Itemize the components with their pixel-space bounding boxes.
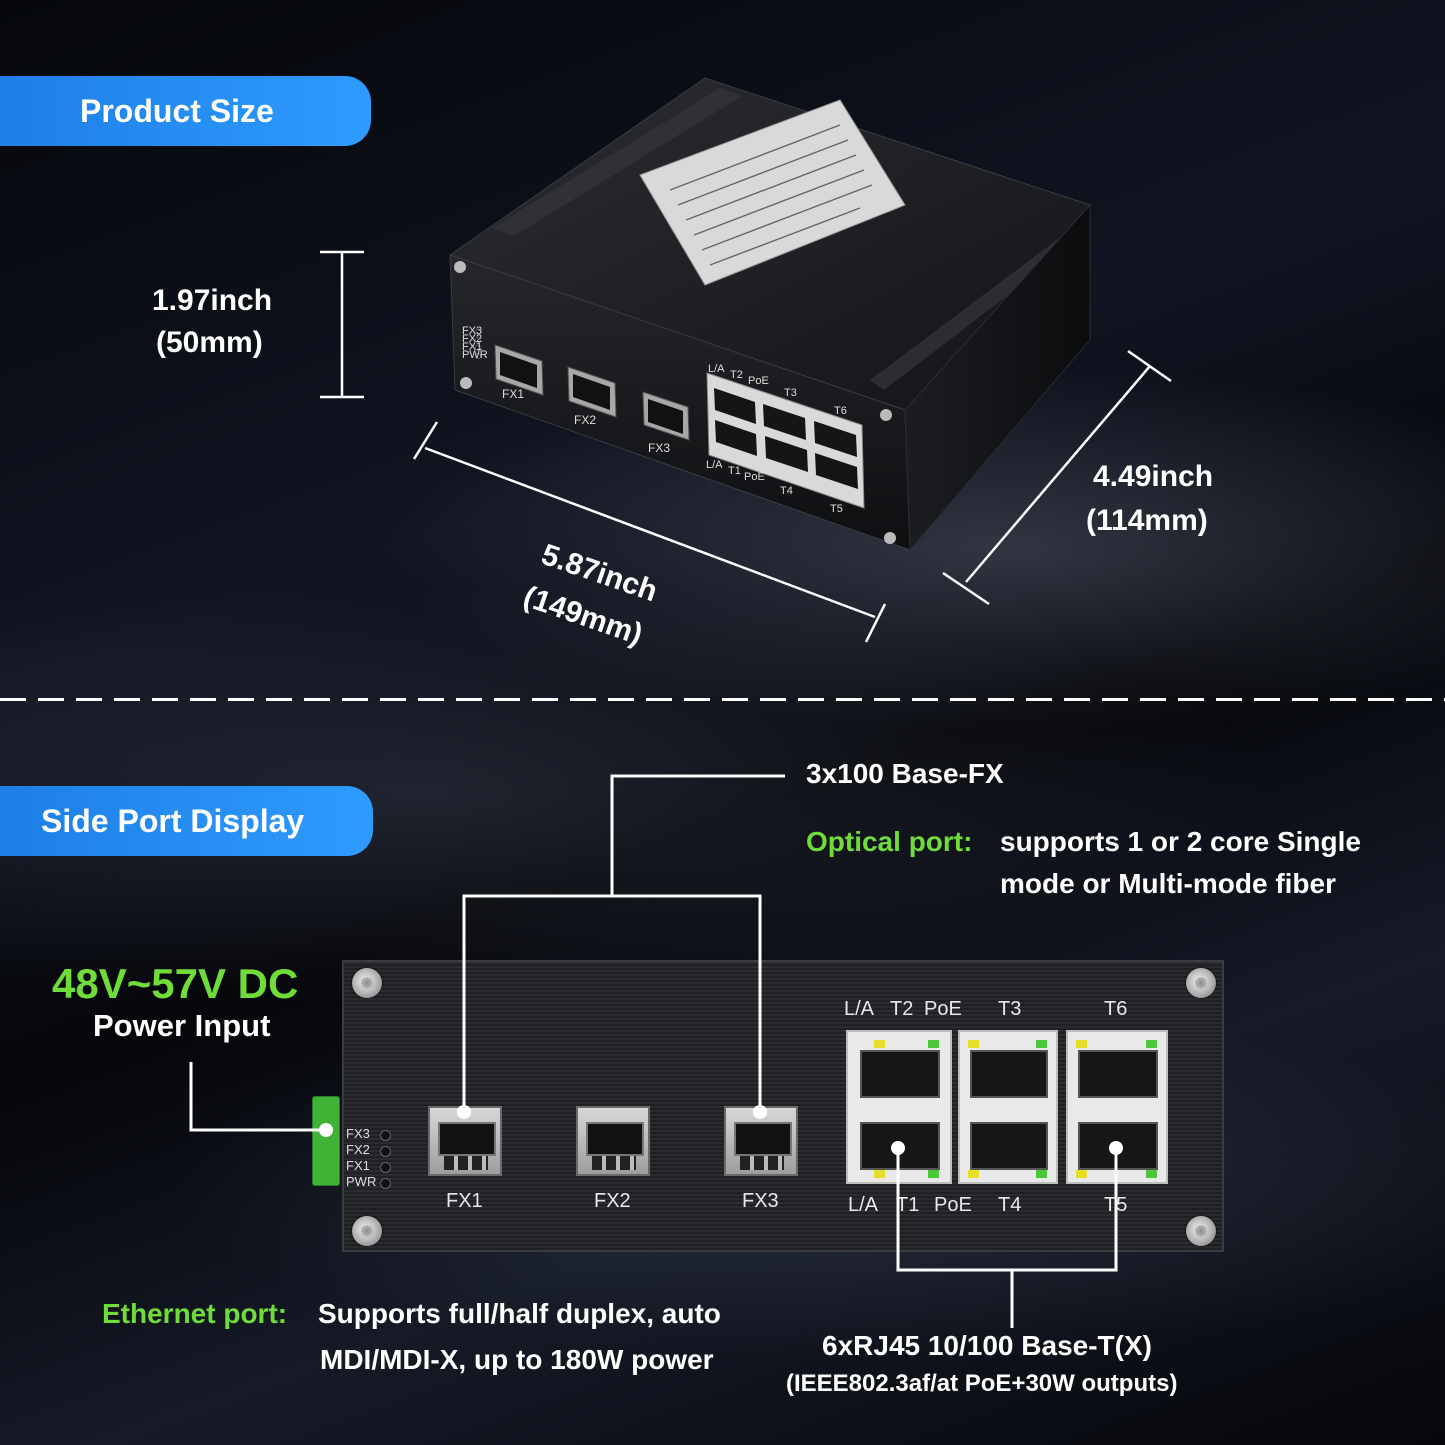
screw-icon xyxy=(1186,1216,1216,1246)
top-rj-t5: T5 xyxy=(830,503,843,515)
top-rj-poe-b: PoE xyxy=(744,471,765,483)
led-fx1-icon xyxy=(380,1162,391,1173)
side-port-badge: Side Port Display xyxy=(0,786,373,856)
led-label-pwr: PWR xyxy=(346,1174,377,1189)
optical-port-line2: mode or Multi-mode fiber xyxy=(1000,868,1336,899)
rj-label-poe-bottom: PoE xyxy=(934,1194,972,1216)
led-icon xyxy=(928,1040,939,1048)
ethernet-port-line1: Supports full/half duplex, auto xyxy=(318,1298,721,1329)
top-sfp-fx3: FX3 xyxy=(648,441,670,455)
top-led-pwr: PWR xyxy=(462,349,488,361)
sfp-label-fx2: FX2 xyxy=(594,1190,631,1212)
product-size-title: Product Size xyxy=(80,92,274,129)
top-rj-t2: T2 xyxy=(730,369,743,381)
optical-port-line1: supports 1 or 2 core Single xyxy=(1000,826,1361,857)
led-icon xyxy=(874,1170,885,1178)
top-sfp-fx2: FX2 xyxy=(574,413,596,427)
callout-lines xyxy=(189,774,1123,1328)
screw-icon xyxy=(352,968,382,998)
height-mm: (50mm) xyxy=(156,326,263,359)
fx-title: 3x100 Base-FX xyxy=(806,758,1004,789)
led-icon xyxy=(1146,1040,1157,1048)
led-icon xyxy=(1036,1170,1047,1178)
led-pwr-icon xyxy=(380,1178,391,1189)
led-label-fx3: FX3 xyxy=(346,1126,370,1141)
rj-label-la-top: L/A xyxy=(844,998,875,1020)
switch-illustration: FX3 FX2 FX1 PWR FX1 FX2 FX3 L/A T2 PoE T… xyxy=(448,77,1091,552)
ethernet-port-key: Ethernet port: xyxy=(102,1298,288,1329)
rj-label-t3: T3 xyxy=(998,998,1022,1020)
led-icon xyxy=(928,1170,939,1178)
dimension-lines xyxy=(320,250,1172,643)
top-rj-t6: T6 xyxy=(834,405,847,417)
power-voltage: 48V~57V DC xyxy=(52,960,299,1007)
top-led-fx3: FX3 xyxy=(462,325,482,337)
rj-label-la-bottom: L/A xyxy=(848,1194,879,1216)
led-icon xyxy=(1076,1170,1087,1178)
led-icon xyxy=(968,1040,979,1048)
led-icon xyxy=(1076,1040,1087,1048)
ethernet-port-line2: MDI/MDI-X, up to 180W power xyxy=(320,1344,714,1375)
led-icon xyxy=(874,1040,885,1048)
sfp-label-fx1: FX1 xyxy=(446,1190,483,1212)
sfp-port-fx2[interactable] xyxy=(576,1106,650,1176)
top-rj-la: L/A xyxy=(708,363,725,375)
rj45-port-t3[interactable] xyxy=(970,1050,1048,1098)
height-inch: 1.97inch xyxy=(152,284,273,317)
top-rj-poe: PoE xyxy=(748,375,769,387)
rj45-title: 6xRJ45 10/100 Base-T(X) xyxy=(822,1330,1152,1361)
led-fx2-icon xyxy=(380,1146,391,1157)
led-label-fx2: FX2 xyxy=(346,1142,370,1157)
top-rj-t4: T4 xyxy=(780,485,793,497)
optical-port-key: Optical port: xyxy=(806,826,973,857)
top-sfp-fx1: FX1 xyxy=(502,387,524,401)
led-label-fx1: FX1 xyxy=(346,1158,370,1173)
power-connector xyxy=(312,1096,340,1186)
product-size-badge: Product Size xyxy=(0,76,371,146)
top-rj-la-b: L/A xyxy=(706,459,723,471)
rj-label-t6: T6 xyxy=(1104,998,1128,1020)
sfp-label-fx3: FX3 xyxy=(742,1190,779,1212)
rj-label-poe-top: PoE xyxy=(924,998,962,1020)
rj-label-t1: T1 xyxy=(896,1194,920,1216)
side-port-title: Side Port Display xyxy=(41,802,305,839)
top-rj-t1: T1 xyxy=(728,465,741,477)
rj45-port-t6[interactable] xyxy=(1078,1050,1158,1098)
top-led-fx1: FX1 xyxy=(462,341,482,353)
rj45-subtitle: (IEEE802.3af/at PoE+30W outputs) xyxy=(786,1370,1178,1397)
rj-label-t2: T2 xyxy=(890,998,914,1020)
screw-icon xyxy=(1186,968,1216,998)
device-3d-view: FX3 FX2 FX1 PWR FX1 FX2 FX3 L/A T2 PoE T… xyxy=(400,70,1100,570)
rj45-port-t4[interactable] xyxy=(970,1122,1048,1170)
top-rj-t3: T3 xyxy=(784,387,797,399)
rj45-block-2 xyxy=(958,1030,1058,1184)
power-label: Power Input xyxy=(93,1008,271,1043)
led-icon xyxy=(1146,1170,1157,1178)
rj45-port-t2[interactable] xyxy=(860,1050,940,1098)
led-icon xyxy=(1036,1040,1047,1048)
led-icon xyxy=(968,1170,979,1178)
led-fx3-icon xyxy=(380,1130,391,1141)
depth-inch: 4.49inch xyxy=(1093,460,1214,493)
screw-icon xyxy=(352,1216,382,1246)
top-led-fx2: FX2 xyxy=(462,333,482,345)
sfp-port-fx1[interactable] xyxy=(428,1106,502,1176)
depth-mm: (114mm) xyxy=(1086,504,1208,537)
sfp-port-fx3[interactable] xyxy=(724,1106,798,1176)
rj-label-t4: T4 xyxy=(998,1194,1022,1216)
section-divider xyxy=(0,698,1445,701)
